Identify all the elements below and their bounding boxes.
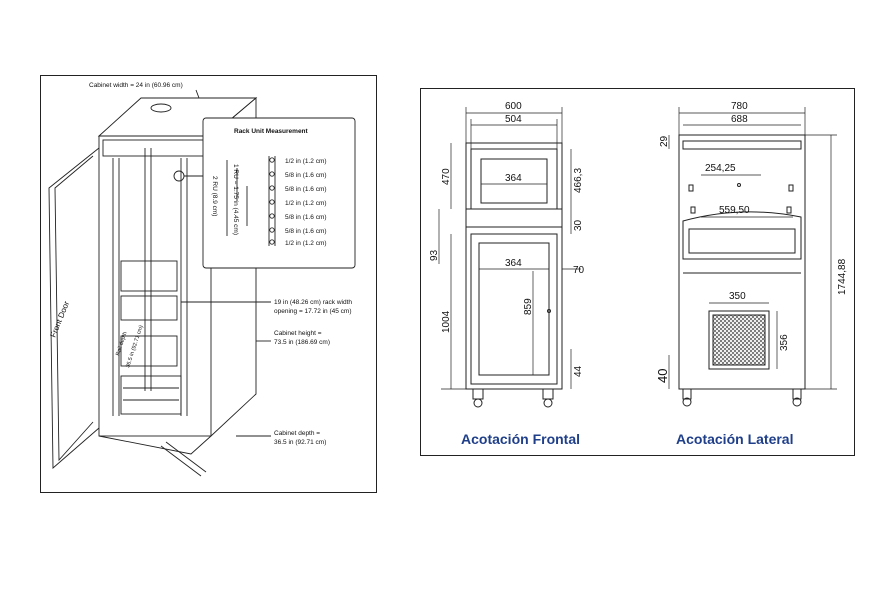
front-door-label: Front Door (49, 300, 72, 339)
side-total-height: 1744,88 (837, 258, 848, 295)
rack-row-label: 1/2 in (1.2 cm) (285, 158, 327, 165)
side-width-outer: 780 (731, 101, 748, 112)
side-vent (708, 310, 770, 370)
front-door-height: 859 (523, 298, 534, 315)
rack-cabinet-drawing: Cabinet width = 24 in (60.96 cm) Rack Un… (48, 82, 356, 477)
side-width-559: 559,50 (719, 205, 750, 216)
front-door-width: 364 (505, 258, 522, 269)
cabinet-depth-label-1: Cabinet depth = (274, 430, 320, 437)
front-height-top-inner: 466,3 (573, 168, 584, 193)
side-width-254: 254,25 (705, 163, 736, 174)
elevation-drawing: 600 504 470 466,3 364 30 93 364 70 1004 … (429, 101, 848, 447)
front-height-top: 470 (441, 168, 452, 185)
rack-row-label: 5/8 in (1.6 cm) (285, 228, 327, 235)
side-vent-width: 350 (729, 291, 746, 302)
side-cutaway (682, 211, 802, 260)
cabinet-height-label-1: Cabinet height = (274, 330, 322, 337)
ru-side-label-1: 1 RU = 1.75 in (4.45 cm) (232, 164, 239, 235)
front-view (465, 142, 563, 408)
side-width-inner: 688 (731, 114, 748, 125)
front-height-93: 93 (429, 249, 440, 261)
rail-depth-label-2: 36.5 in (92.71 cm) (125, 324, 144, 368)
cabinet-top-vent (150, 103, 172, 113)
rack-width-label-2: opening = 17.72 in (45 cm) (274, 308, 352, 315)
rail-depth-label-1: Rail depth (115, 331, 128, 356)
rack-unit-title: Rack Unit Measurement (234, 128, 309, 135)
cabinet-front-frame (98, 135, 212, 437)
rack-row-label: 1/2 in (1.2 cm) (285, 240, 327, 247)
rack-row-label: 5/8 in (1.6 cm) (285, 172, 327, 179)
front-height-44: 44 (573, 365, 584, 377)
rack-width-label-1: 19 in (48.26 cm) rack width (274, 299, 352, 306)
front-screen-width: 364 (505, 173, 522, 184)
side-vent-height: 356 (779, 334, 790, 351)
front-outline (465, 142, 563, 390)
cabinet-elevations: 600 504 470 466,3 364 30 93 364 70 1004 … (420, 88, 855, 456)
side-outline (678, 134, 806, 390)
cabinet-height-label-2: 73.5 in (186.69 cm) (274, 339, 330, 346)
front-width-inner: 504 (505, 114, 522, 125)
rack-row-label: 5/8 in (1.6 cm) (285, 214, 327, 221)
rack-row-label: 1/2 in (1.2 cm) (285, 200, 327, 207)
rack-unit-rows: 1/2 in (1.2 cm) 5/8 in (1.6 cm) 5/8 in (… (285, 158, 327, 247)
front-height-bottom: 1004 (441, 310, 452, 333)
rack-row-label: 5/8 in (1.6 cm) (285, 186, 327, 193)
ru-side-label-2: 2 RU (8.9 cm) (211, 176, 218, 216)
side-height-40: 40 (655, 369, 670, 383)
side-caption: Acotación Lateral (676, 431, 793, 447)
rack-cabinet-diagram: Cabinet width = 24 in (60.96 cm) Rack Un… (40, 75, 377, 493)
front-door (48, 147, 100, 469)
front-width-outer: 600 (505, 101, 522, 112)
cabinet-width-label: Cabinet width = 24 in (60.96 cm) (89, 82, 183, 89)
side-height-29: 29 (659, 135, 670, 147)
front-gap-height: 30 (573, 219, 584, 231)
rack-unit-inset (202, 117, 356, 269)
side-view (678, 134, 806, 407)
front-side-70: 70 (573, 265, 585, 276)
cabinet-depth-label-2: 36.5 in (92.71 cm) (274, 439, 326, 446)
front-caption: Acotación Frontal (461, 431, 580, 447)
front-door-panel (470, 233, 558, 385)
front-gap-panel (465, 208, 563, 228)
